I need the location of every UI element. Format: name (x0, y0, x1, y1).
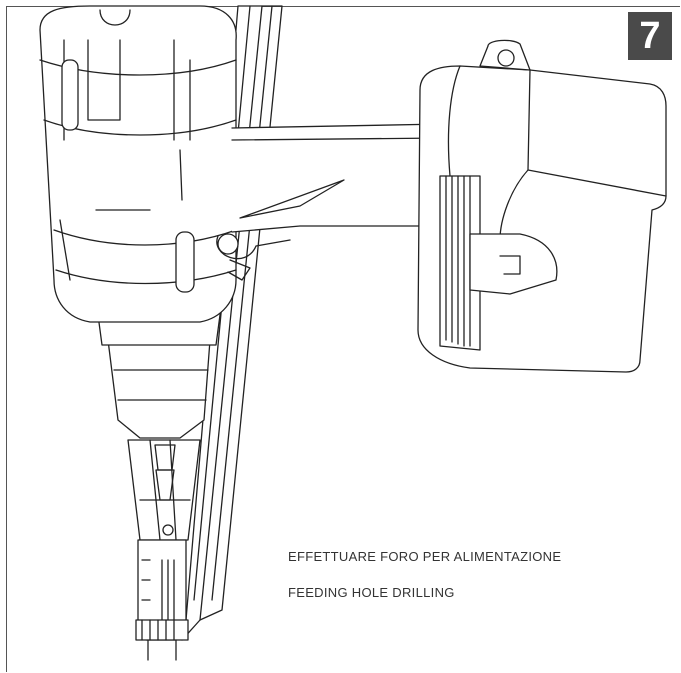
step-number-badge: 7 (628, 12, 672, 60)
caption-italian: EFFETTUARE FORO PER ALIMENTAZIONE (288, 549, 562, 564)
drill-body (39, 5, 237, 323)
caption-english: FEEDING HOLE DRILLING (288, 585, 455, 600)
drill-handle (216, 123, 445, 281)
page-frame (6, 6, 680, 672)
battery-pack (417, 39, 667, 373)
rail-fitting (135, 619, 189, 661)
